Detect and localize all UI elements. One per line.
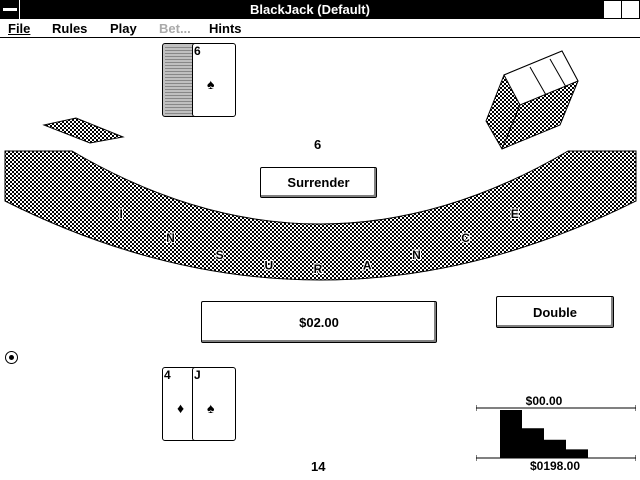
histogram-bar: [544, 439, 566, 458]
dealer-card: 6 ♠: [192, 43, 236, 117]
insurance-letter: C: [461, 231, 470, 245]
surrender-button[interactable]: Surrender: [260, 167, 377, 198]
double-button[interactable]: Double: [496, 296, 614, 328]
window-title: BlackJack (Default): [250, 2, 370, 17]
title-bar[interactable]: BlackJack (Default) ▼ ⇕: [0, 0, 640, 19]
insurance-band: [4, 150, 637, 281]
bankroll-bottom-label: $0198.00: [529, 459, 581, 473]
insurance-letter: N: [412, 248, 421, 262]
spade-icon: ♠: [207, 400, 215, 416]
dealer-total: 6: [314, 137, 322, 152]
menu-hints[interactable]: Hints: [209, 21, 242, 36]
menu-file[interactable]: File: [8, 21, 31, 36]
player-card-2: J ♠: [192, 367, 236, 441]
maximize-button[interactable]: ⇕: [621, 0, 640, 19]
insurance-letter: U: [264, 259, 273, 273]
insurance-letter: N: [166, 231, 175, 245]
menu-bet[interactable]: Bet...: [159, 21, 191, 36]
insurance-letter: E: [511, 207, 519, 221]
insurance-letter: A: [363, 259, 372, 273]
player-card-1-rank: 4: [164, 368, 171, 382]
player-card-2-rank: J: [194, 368, 201, 382]
dealer-card-rank: 6: [194, 44, 201, 58]
minimize-button[interactable]: ▼: [603, 0, 622, 19]
menu-bar: File Rules Play Bet... Hints: [0, 19, 640, 38]
player-total: 14: [311, 459, 326, 474]
histogram-bar: [522, 428, 544, 458]
spade-icon: ♠: [207, 76, 215, 92]
insurance-letter: I: [120, 207, 123, 221]
diamond-icon: ♦: [177, 400, 185, 416]
menu-play[interactable]: Play: [110, 21, 137, 36]
bankroll-histogram: [476, 405, 636, 461]
bet-amount-button[interactable]: $02.00: [201, 301, 437, 343]
system-menu-icon[interactable]: [0, 0, 20, 19]
active-hand-radio[interactable]: [5, 351, 18, 364]
insurance-letter: R: [314, 262, 323, 276]
histogram-bar: [566, 449, 588, 458]
histogram-bar: [500, 410, 522, 458]
insurance-letter: S: [216, 248, 224, 262]
menu-rules[interactable]: Rules: [52, 21, 88, 36]
table-felt: I N S U R A N C E: [4, 50, 637, 281]
discard-pile-icon: [42, 117, 125, 144]
bankroll-top-label: $00.00: [525, 394, 563, 408]
insurance-letters: I N S U R A N C E: [119, 206, 520, 277]
card-shoe-icon: [485, 50, 579, 150]
